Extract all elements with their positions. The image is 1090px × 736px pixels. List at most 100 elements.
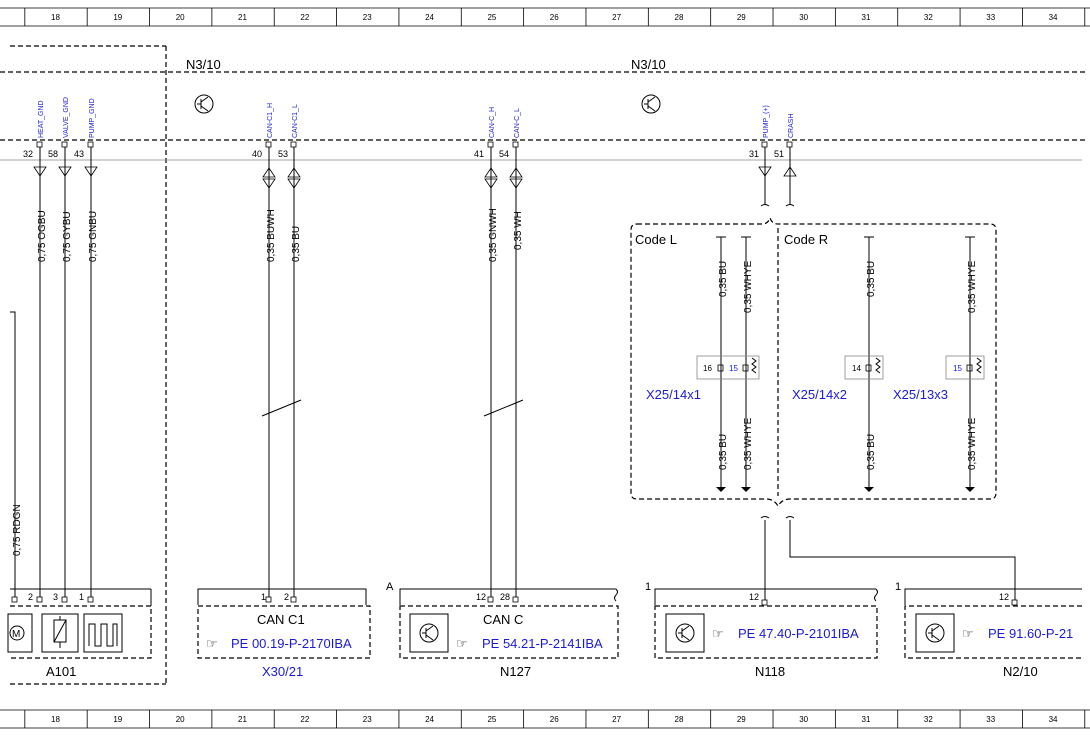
component-pin: 2 bbox=[284, 592, 289, 602]
top-ruler-column-number: 32 bbox=[924, 13, 933, 22]
wire-label: 0,35 WHYE bbox=[743, 417, 754, 470]
connector-x25-13x3: 15 bbox=[945, 355, 985, 380]
component-ref-link: PE 91.60-P-21 bbox=[988, 626, 1073, 641]
top-ruler-column-number: 21 bbox=[238, 13, 247, 22]
code-box-wires bbox=[716, 236, 975, 492]
wire-label: 0,75 GYBU bbox=[62, 211, 73, 262]
component-ref-link: PE 54.21-P-2141IBA bbox=[482, 636, 603, 651]
top-ruler-column-number: 29 bbox=[737, 13, 746, 22]
component-pin: 28 bbox=[500, 592, 510, 602]
signal-can-c1-l: CAN-C1_L bbox=[292, 104, 299, 138]
hand-pointer-icon: ☞ bbox=[206, 636, 218, 651]
bottom-ruler-column-number: 28 bbox=[675, 715, 684, 724]
bottom-ruler-column-number: 22 bbox=[300, 715, 309, 724]
transistor-icon bbox=[641, 94, 661, 114]
top-ruler-column-number: 24 bbox=[425, 13, 434, 22]
component-ref-link: PE 00.19-P-2170IBA bbox=[231, 636, 352, 651]
bottom-ruler-column-number: 27 bbox=[612, 715, 621, 724]
component-pin: 2 bbox=[28, 592, 33, 602]
twisted-pair-markers bbox=[261, 399, 524, 417]
pin-number: 41 bbox=[474, 149, 484, 159]
wire-label: 0,35 BU bbox=[718, 261, 729, 297]
connector-x25-14x2: 14 bbox=[844, 355, 884, 380]
wire-label: 0,75 OGBU bbox=[37, 210, 48, 262]
wire-label: 0,35 BU bbox=[718, 434, 729, 470]
signal-can-c1-h: CAN-C1_H bbox=[267, 103, 274, 138]
bottom-ruler-column-number: 25 bbox=[487, 715, 496, 724]
signal-can-c-h: CAN-C_H bbox=[489, 107, 496, 138]
top-ruler-column-number: 26 bbox=[550, 13, 559, 22]
top-ruler-column-number: 30 bbox=[799, 13, 808, 22]
transistor-icon bbox=[409, 613, 449, 653]
code-box bbox=[630, 216, 997, 508]
wire-label: 0,35 BUWH bbox=[266, 209, 277, 262]
module-pin-numbers: 32 58 43 40 53 41 54 31 51 bbox=[23, 149, 784, 159]
motor-icon: M bbox=[7, 613, 33, 653]
component-pin: 12 bbox=[999, 592, 1009, 602]
wire-label: 0,75 GNBU bbox=[88, 211, 99, 262]
wires bbox=[10, 147, 1016, 600]
signal-crash: CRASH bbox=[788, 113, 795, 138]
connector-x25-13x3-label: X25/13x3 bbox=[893, 387, 948, 402]
component-name: X30/21 bbox=[262, 664, 303, 679]
top-ruler-column-number: 34 bbox=[1049, 13, 1058, 22]
component-title: CAN C bbox=[483, 612, 523, 627]
component-pin: 3 bbox=[53, 592, 58, 602]
bottom-ruler-column-number: 18 bbox=[51, 715, 60, 724]
wire-label: 0,35 GNWH bbox=[488, 208, 499, 262]
top-ruler-column-number: 22 bbox=[300, 13, 309, 22]
signal-pump-gnd: PUMP_GND bbox=[89, 98, 96, 138]
component-marker: A bbox=[386, 581, 394, 593]
component-n2-10: 1 12 ☞ PE 91.60-P-21 N2/10 bbox=[895, 581, 1082, 679]
wire-labels: 0,75 OGBU 0,75 GYBU 0,75 GNBU 0,35 BUWH … bbox=[12, 208, 524, 556]
component-n127: A 12 28 CAN C ☞ PE 54.21-P-2141IBA N127 bbox=[386, 581, 619, 679]
wire-label: 0,35 BU bbox=[866, 434, 877, 470]
top-ruler-column-number: 23 bbox=[363, 13, 372, 22]
component-title: CAN C1 bbox=[257, 612, 305, 627]
hand-pointer-icon: ☞ bbox=[962, 626, 974, 641]
arrow-markers bbox=[33, 166, 797, 189]
wire-label: 0,35 WHYE bbox=[967, 417, 978, 470]
bottom-ruler-column-number: 23 bbox=[363, 715, 372, 724]
component-a101: 2 3 1 M A101 bbox=[7, 588, 152, 679]
signal-heat-gnd: HEAT_GND bbox=[38, 100, 45, 138]
bottom-ruler-column-number: 34 bbox=[1049, 715, 1058, 724]
bottom-ruler-column-number: 29 bbox=[737, 715, 746, 724]
signal-can-c-l: CAN-C_L bbox=[514, 108, 521, 138]
connector-x25-14x1-label: X25/14x1 bbox=[646, 387, 701, 402]
wire-label: 0,35 WHYE bbox=[743, 260, 754, 313]
wire-label: 0,35 WHYE bbox=[967, 260, 978, 313]
pin-number: 31 bbox=[749, 149, 759, 159]
pin-number: 54 bbox=[499, 149, 509, 159]
bottom-ruler-column-number: 33 bbox=[986, 715, 995, 724]
code-r-label: Code R bbox=[784, 232, 828, 247]
signal-valve-gnd: VALVE_GND bbox=[63, 97, 70, 138]
top-ruler-column-number: 18 bbox=[51, 13, 60, 22]
component-pin: 12 bbox=[749, 592, 759, 602]
component-ref-link: PE 47.40-P-2101IBA bbox=[738, 626, 859, 641]
pin-number: 51 bbox=[774, 149, 784, 159]
component-name: A101 bbox=[46, 664, 76, 679]
top-ruler-column-number: 25 bbox=[487, 13, 496, 22]
top-ruler-column-number: 27 bbox=[612, 13, 621, 22]
wire-label: 0,75 RDGN bbox=[12, 504, 23, 556]
bottom-ruler-column-number: 31 bbox=[862, 715, 871, 724]
hand-pointer-icon: ☞ bbox=[712, 626, 724, 641]
component-n118: 1 12 ☞ PE 47.40-P-2101IBA N118 bbox=[645, 581, 878, 679]
connector-pin: 16 bbox=[703, 364, 712, 373]
bottom-ruler-column-number: 20 bbox=[176, 715, 185, 724]
pin-number: 40 bbox=[252, 149, 262, 159]
wire-break-ticks bbox=[760, 204, 795, 519]
module-label-right: N3/10 bbox=[631, 57, 666, 72]
bottom-ruler-column-number: 21 bbox=[238, 715, 247, 724]
hand-pointer-icon: ☞ bbox=[456, 636, 468, 651]
wire-label: 0,35 BU bbox=[291, 226, 302, 262]
code-l-label: Code L bbox=[635, 232, 677, 247]
top-ruler-column-number: 19 bbox=[113, 13, 122, 22]
module-frame bbox=[0, 45, 1085, 685]
component-pin: 1 bbox=[261, 592, 266, 602]
top-ruler-column-number: 28 bbox=[675, 13, 684, 22]
svg-text:M: M bbox=[12, 629, 20, 640]
component-pin: 1 bbox=[79, 592, 84, 602]
